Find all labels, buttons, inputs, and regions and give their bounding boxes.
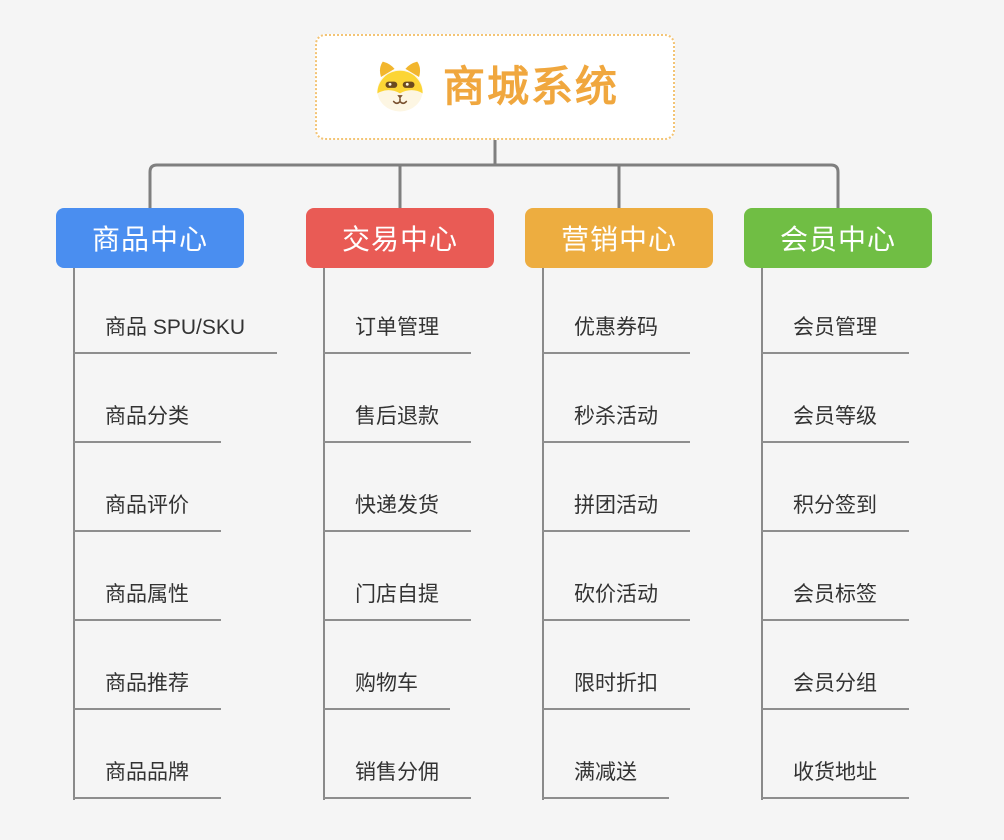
- leaf-node[interactable]: 商品品牌: [73, 754, 221, 799]
- branch-node-member-center[interactable]: 会员中心: [744, 208, 932, 268]
- leaf-node[interactable]: 门店自提: [323, 576, 471, 621]
- leaf-node[interactable]: 秒杀活动: [542, 398, 690, 443]
- leaf-node[interactable]: 商品评价: [73, 487, 221, 532]
- branch-node-marketing-center[interactable]: 营销中心: [525, 208, 713, 268]
- leaf-node[interactable]: 会员分组: [761, 665, 909, 710]
- leaf-node[interactable]: 商品推荐: [73, 665, 221, 710]
- leaf-node[interactable]: 售后退款: [323, 398, 471, 443]
- dog-icon: [377, 61, 423, 112]
- leaf-node[interactable]: 销售分佣: [323, 754, 471, 799]
- leaf-node[interactable]: 积分签到: [761, 487, 909, 532]
- leaf-node[interactable]: 商品属性: [73, 576, 221, 621]
- leaf-node[interactable]: 快递发货: [323, 487, 471, 532]
- leaf-node[interactable]: 收货地址: [761, 754, 909, 799]
- root-node[interactable]: 商城系统: [315, 34, 675, 140]
- branch-rail-line: [148, 163, 840, 208]
- branch-node-product-center[interactable]: 商品中心: [56, 208, 244, 268]
- leaf-node[interactable]: 购物车: [323, 665, 450, 710]
- leaf-node[interactable]: 订单管理: [323, 309, 471, 354]
- leaf-node[interactable]: 满减送: [542, 754, 669, 799]
- root-title: 商城系统: [442, 63, 619, 110]
- leaf-node[interactable]: 商品 SPU/SKU: [73, 309, 278, 354]
- leaf-node[interactable]: 优惠券码: [542, 309, 690, 354]
- leaf-node[interactable]: 会员管理: [761, 309, 909, 354]
- leaf-node[interactable]: 会员等级: [761, 398, 909, 443]
- leaf-node[interactable]: 会员标签: [761, 576, 909, 621]
- leaf-node[interactable]: 拼团活动: [542, 487, 690, 532]
- branch-node-trade-center[interactable]: 交易中心: [306, 208, 494, 268]
- leaf-node[interactable]: 砍价活动: [542, 576, 690, 621]
- leaf-node[interactable]: 商品分类: [73, 398, 221, 443]
- leaf-node[interactable]: 限时折扣: [542, 665, 690, 710]
